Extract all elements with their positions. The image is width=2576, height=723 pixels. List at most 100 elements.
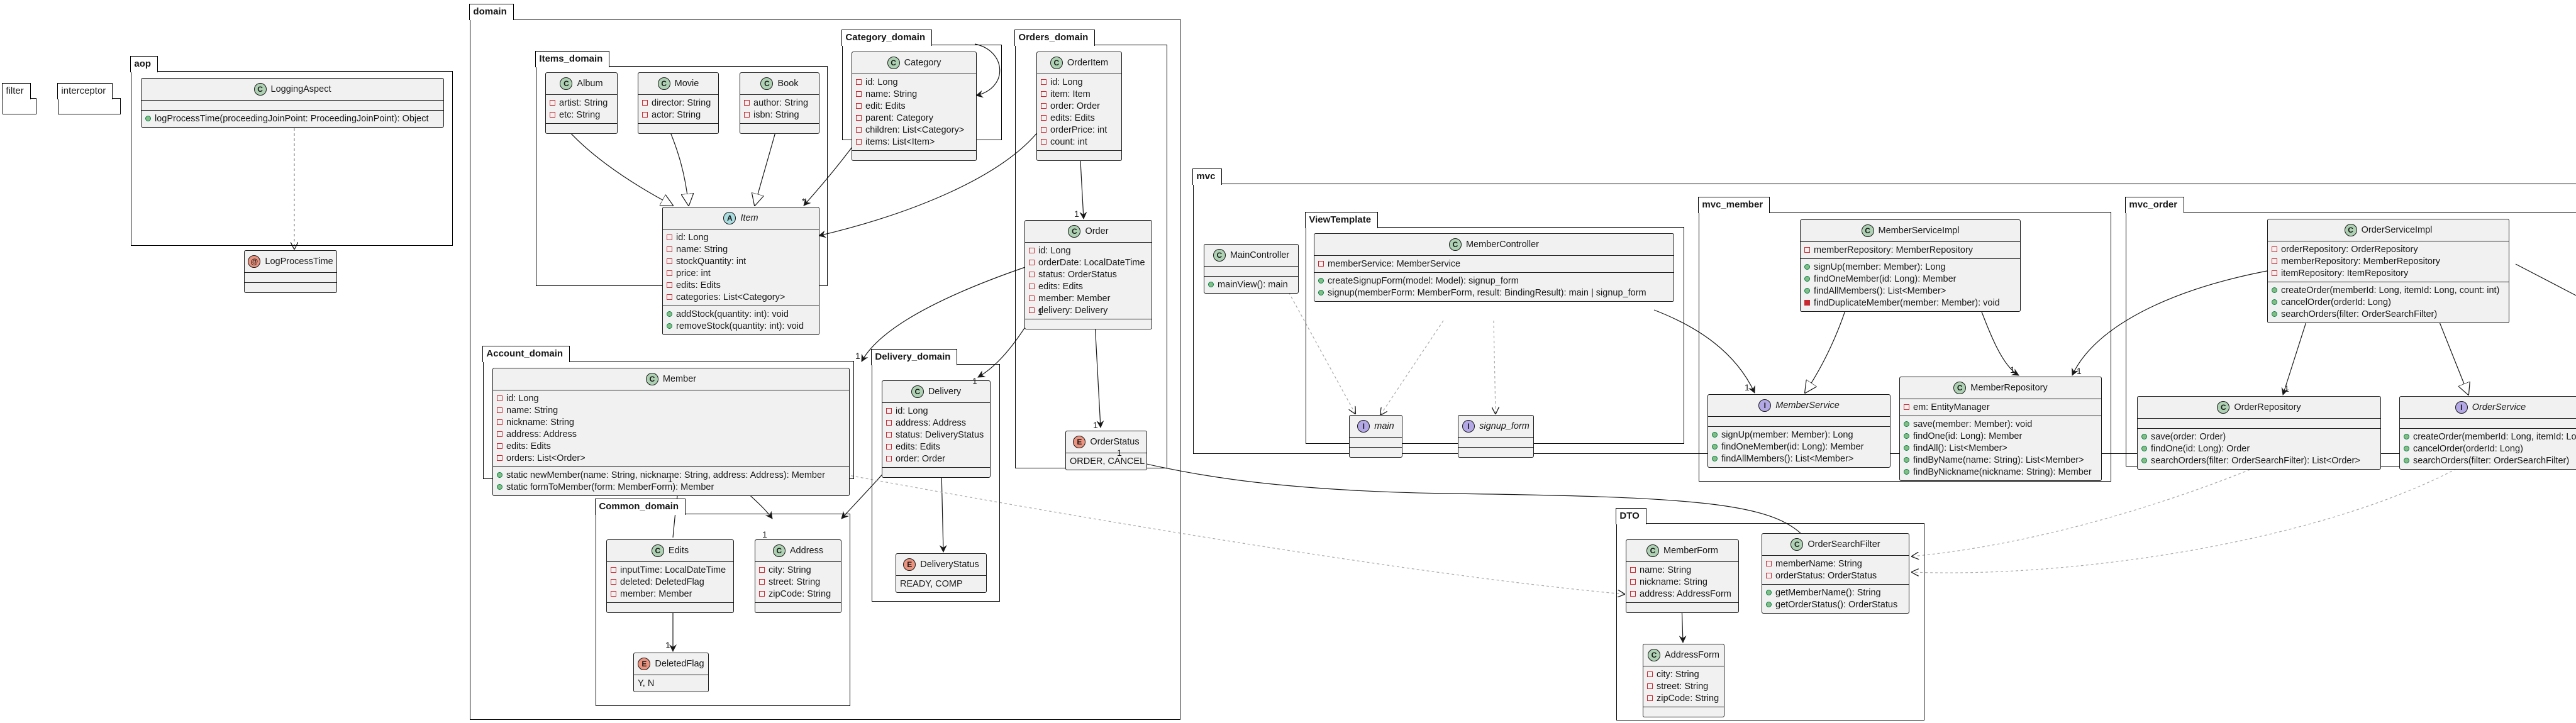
- class-icon: C: [1646, 544, 1659, 557]
- field-text: nickname: String: [1640, 577, 1707, 587]
- field-row: etc: String: [550, 109, 617, 121]
- fields-section: em: EntityManager: [1900, 399, 2101, 416]
- mult-item-categories: *: [802, 196, 806, 206]
- method-row: getOrderStatus(): OrderStatus: [1766, 599, 1909, 610]
- mult-delivery-order: 1: [1038, 307, 1043, 317]
- public-method-icon: [2272, 299, 2277, 305]
- fields-section: [2400, 419, 2576, 429]
- method-text: findOneMember(id: Long): Member: [1721, 441, 1864, 452]
- field-text: stockQuantity: int: [676, 256, 747, 267]
- method-row: signUp(member: Member): Long: [1804, 261, 2020, 273]
- private-visibility-icon: [667, 235, 672, 240]
- field-text: memberName: String: [1775, 558, 1862, 569]
- private-visibility-icon: [2272, 258, 2277, 264]
- private-visibility-icon: [642, 100, 648, 106]
- method-text: signup(memberForm: MemberForm, result: B…: [1328, 287, 1646, 298]
- class-name: OrderService: [2472, 402, 2526, 412]
- public-method-icon: [1712, 444, 1718, 450]
- enum-icon: E: [638, 658, 651, 670]
- field-row: edits: Edits: [497, 440, 849, 452]
- method-text: createOrder(memberId: Long, itemId: Long…: [2281, 285, 2500, 295]
- field-text: street: String: [1657, 681, 1709, 692]
- private-visibility-icon: [744, 112, 750, 118]
- field-text: orderStatus: OrderStatus: [1775, 570, 1877, 581]
- class-icon: C: [253, 83, 267, 96]
- private-visibility-icon: [642, 112, 648, 118]
- private-visibility-icon: [2272, 270, 2277, 276]
- enum-literals: Y, N: [634, 675, 708, 692]
- class-name: main: [1374, 421, 1394, 431]
- field-text: edit: Edits: [865, 101, 906, 111]
- public-method-icon: [2141, 458, 2147, 463]
- private-visibility-icon: [667, 294, 672, 300]
- method-row: findOne(id: Long): Order: [2141, 443, 2380, 455]
- field-row: orderStatus: OrderStatus: [1766, 570, 1909, 582]
- field-row: edits: Edits: [1041, 112, 1121, 124]
- methods-section: createSignupForm(model: Model): signup_f…: [1314, 273, 1674, 301]
- methods-section: [852, 151, 976, 160]
- private-visibility-icon: [886, 444, 892, 450]
- field-row: em: EntityManager: [1904, 401, 2101, 413]
- private-visibility-icon: [667, 270, 672, 276]
- method-row: getMemberName(): String: [1766, 587, 1909, 599]
- field-text: edits: Edits: [896, 441, 940, 452]
- field-text: price: int: [676, 268, 711, 279]
- field-text: items: List<Item>: [865, 136, 935, 147]
- class-name: DeliveryStatus: [920, 560, 979, 570]
- class-name: Delivery: [928, 387, 962, 397]
- method-text: findOne(id: Long): Order: [2151, 443, 2250, 454]
- methods-section: save(order: Order)findOne(id: Long): Ord…: [2138, 429, 2380, 469]
- class-name: OrderServiceImpl: [2361, 225, 2433, 235]
- field-text: categories: List<Category>: [676, 292, 786, 302]
- private-visibility-icon: [667, 246, 672, 252]
- methods-section: [1025, 319, 1152, 329]
- class-log-process-time[interactable]: @LogProcessTime: [244, 250, 337, 293]
- class-icon: C: [1647, 649, 1660, 661]
- field-row: memberRepository: MemberRepository: [2272, 255, 2509, 267]
- field-text: zipCode: String: [1657, 693, 1719, 704]
- method-row: createSignupForm(model: Model): signup_f…: [1318, 275, 1674, 287]
- field-row: city: String: [1647, 668, 1724, 680]
- private-visibility-icon: [856, 139, 862, 145]
- field-text: id: Long: [896, 406, 928, 416]
- methods-section: [1643, 707, 1724, 717]
- field-text: city: String: [769, 565, 811, 575]
- fields-section: [1458, 438, 1533, 448]
- field-text: parent: Category: [865, 113, 934, 123]
- package-orders-domain: Orders_domain: [1014, 30, 1167, 468]
- public-method-icon: [1766, 590, 1772, 595]
- enum-literals: ORDER, CANCEL: [1066, 453, 1146, 470]
